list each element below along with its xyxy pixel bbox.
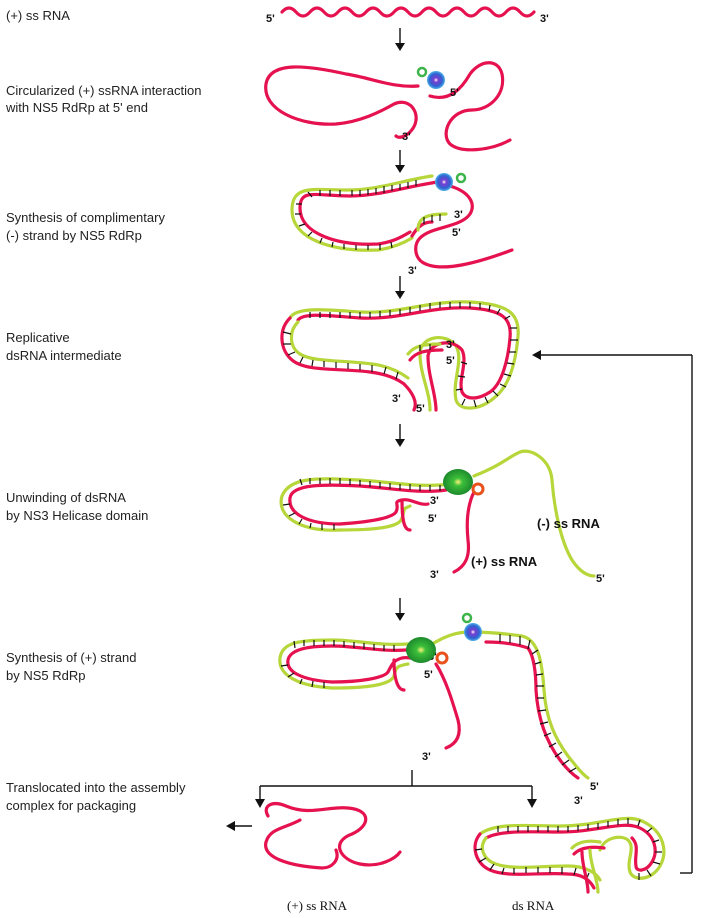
ns3-helicase-icon (443, 469, 473, 495)
three-prime-label: 3' (454, 209, 463, 221)
three-prime-label: 3' (430, 495, 439, 507)
translocation-arrow (226, 821, 252, 831)
plus-ssrna-label: (+) ss RNA (471, 554, 538, 569)
three-prime-label: 3' (430, 569, 439, 581)
five-prime-label: 5' (424, 669, 433, 681)
three-prime-label: 3' (446, 339, 455, 351)
flow-arrow (395, 150, 405, 173)
cofactor-ring-icon (461, 612, 473, 624)
step-label-translocated-1: Translocated into the assembly (6, 780, 186, 795)
step-label-unwinding-2: by NS3 Helicase domain (6, 508, 148, 523)
flow-arrow (395, 598, 405, 621)
recycle-arrow (532, 350, 693, 874)
helicase-cofactor-ring-icon (471, 482, 485, 496)
helicase-cofactor-ring-icon (435, 651, 449, 665)
minus-strand-synthesis: 3' 5' 3' (290, 172, 514, 277)
three-prime-label: 3' (402, 131, 411, 143)
step-label-synthesis-minus-2: (-) strand by NS5 RdRp (6, 228, 142, 243)
step-label-synthesis-plus-1: Synthesis of (+) strand (6, 650, 136, 665)
unwinding-dsrna: 3' 5' 5' 3' (-) ss RNA (+) ss RNA (279, 449, 605, 585)
three-prime-label: 3' (408, 265, 417, 277)
three-prime-label: 3' (540, 13, 549, 25)
three-prime-label: 3' (392, 393, 401, 405)
final-dsrna: ds RNA (473, 816, 666, 913)
ns3-helicase-icon (406, 637, 436, 663)
step-label-translocated-2: complex for packaging (6, 798, 136, 813)
base-pairs (474, 818, 662, 881)
plus-strand-synthesis: 3' 5' 3' 5' 3' (278, 612, 599, 807)
base-pairs (295, 180, 417, 250)
five-prime-label: 5' (416, 403, 425, 415)
step-label-unwinding-1: Unwinding of dsRNA (6, 490, 126, 505)
flow-arrow (395, 28, 405, 51)
five-prime-label: 5' (428, 513, 437, 525)
ns5-rdrp-icon (464, 623, 482, 641)
five-prime-label: 5' (596, 573, 605, 585)
base-pairs (499, 634, 577, 773)
step-label-replicative-2: dsRNA intermediate (6, 348, 122, 363)
base-pairs (282, 478, 441, 530)
flow-arrow (395, 424, 405, 447)
three-prime-label: 3' (574, 795, 583, 807)
circularized-plus-ssrna: 5' 3' (264, 61, 512, 152)
step-label-synthesis-minus-1: Synthesis of complimentary (6, 210, 165, 225)
linear-plus-ssrna: 5' 3' (266, 6, 549, 25)
step-label-synthesis-plus-2: by NS5 RdRp (6, 668, 85, 683)
five-prime-label: 5' (450, 87, 459, 99)
cofactor-ring-icon (416, 66, 428, 78)
step-label-circularized-1: Circularized (+) ssRNA interaction (6, 83, 201, 98)
five-prime-label: 5' (590, 781, 599, 793)
branch-connector (255, 770, 537, 808)
minus-ssrna-label: (-) ss RNA (537, 516, 600, 531)
step-label-circularized-2: with NS5 RdRp at 5' end (5, 100, 148, 115)
base-pairs (282, 302, 518, 408)
flow-arrow (395, 276, 405, 299)
ns5-rdrp-icon (427, 71, 445, 89)
plus-ssrna-bottom-label: (+) ss RNA (287, 898, 348, 913)
five-prime-label: 5' (446, 355, 455, 367)
final-plus-ssrna: (+) ss RNA (264, 802, 402, 913)
dsrna-bottom-label: ds RNA (512, 898, 555, 913)
five-prime-label: 5' (452, 227, 461, 239)
step-label-replicative-1: Replicative (6, 330, 70, 345)
replicative-dsrna-intermediate: 3' 5' 3' 5' (280, 300, 520, 415)
three-prime-label: 3' (422, 751, 431, 763)
step-label-ss-rna: (+) ss RNA (6, 8, 70, 23)
ns5-rdrp-icon (435, 173, 453, 191)
five-prime-label: 5' (266, 13, 275, 25)
base-pairs (280, 640, 395, 688)
cofactor-ring-icon (455, 172, 467, 184)
